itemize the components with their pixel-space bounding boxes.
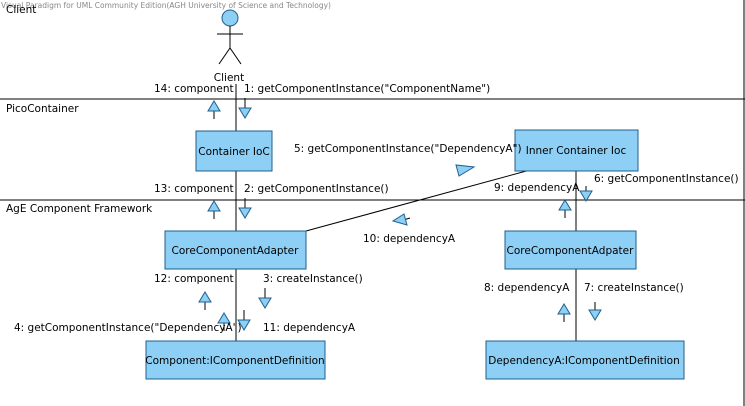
client-actor[interactable]	[217, 9, 243, 65]
message-arrow-up-icon	[558, 199, 572, 218]
dependency-definition-node[interactable]: DependencyA:IComponentDefinition	[485, 340, 685, 380]
message-arrow-down-icon	[258, 288, 272, 309]
message-13: 13: component	[154, 183, 234, 195]
message-arrow-down-icon	[238, 98, 252, 119]
message-6: 6: getComponentInstance()	[594, 173, 739, 185]
message-9: 9: dependencyA	[494, 182, 580, 194]
message-arrow-diagonal-down-icon	[391, 213, 411, 226]
message-arrow-up-icon	[207, 100, 221, 119]
message-arrow-down-icon	[579, 186, 593, 202]
message-arrow-down-icon	[588, 302, 602, 321]
watermark: Visual Paradigm for UML Community Editio…	[1, 1, 331, 10]
message-12: 12: component	[154, 273, 234, 285]
swimlane-client-label: Client	[6, 4, 36, 16]
message-arrow-up-icon	[198, 291, 212, 310]
component-definition-label: Component:IComponentDefinition	[145, 355, 324, 367]
message-arrow-down-icon	[237, 310, 251, 331]
message-11: 11: dependencyA	[263, 322, 356, 334]
core-adapter-right-label: CoreComponentAdpater	[507, 245, 635, 257]
message-arrow-up-icon	[217, 312, 231, 331]
dependency-definition-label: DependencyA:IComponentDefinition	[488, 355, 680, 367]
message-8: 8: dependencyA	[484, 282, 570, 294]
actor-label: Client	[214, 72, 244, 84]
message-7: 7: createInstance()	[584, 282, 684, 294]
message-4: 4: getComponentInstance("DependencyA")	[14, 322, 242, 334]
inner-container-node[interactable]: Inner Container Ioc	[514, 129, 639, 172]
inner-container-label: Inner Container Ioc	[526, 145, 627, 157]
link-adapter-inner	[305, 169, 531, 232]
core-adapter-left-label: CoreComponentAdapter	[172, 245, 300, 257]
message-14: 14: component	[154, 83, 234, 95]
component-definition-node[interactable]: Component:IComponentDefinition	[145, 340, 326, 380]
container-ioc-node[interactable]: Container IoC	[195, 130, 273, 172]
container-ioc-label: Container IoC	[198, 146, 270, 158]
message-arrow-down-icon	[238, 198, 252, 219]
message-arrow-up-icon	[207, 200, 221, 219]
message-5: 5: getComponentInstance("DependencyA")	[294, 143, 522, 155]
message-2: 2: getComponentInstance()	[244, 183, 389, 195]
message-arrow-up-icon	[557, 303, 571, 322]
core-adapter-left-node[interactable]: CoreComponentAdapter	[164, 230, 307, 270]
message-10: 10: dependencyA	[363, 233, 456, 245]
message-arrow-diagonal-up-icon	[455, 164, 476, 177]
swimlane-picocontainer-label: PicoContainer	[6, 103, 79, 115]
message-1: 1: getComponentInstance("ComponentName")	[244, 83, 490, 95]
swimlane-age-framework-label: AgE Component Framework	[6, 203, 153, 215]
core-adapter-right-node[interactable]: CoreComponentAdpater	[504, 230, 637, 270]
message-3: 3: createInstance()	[263, 273, 363, 285]
